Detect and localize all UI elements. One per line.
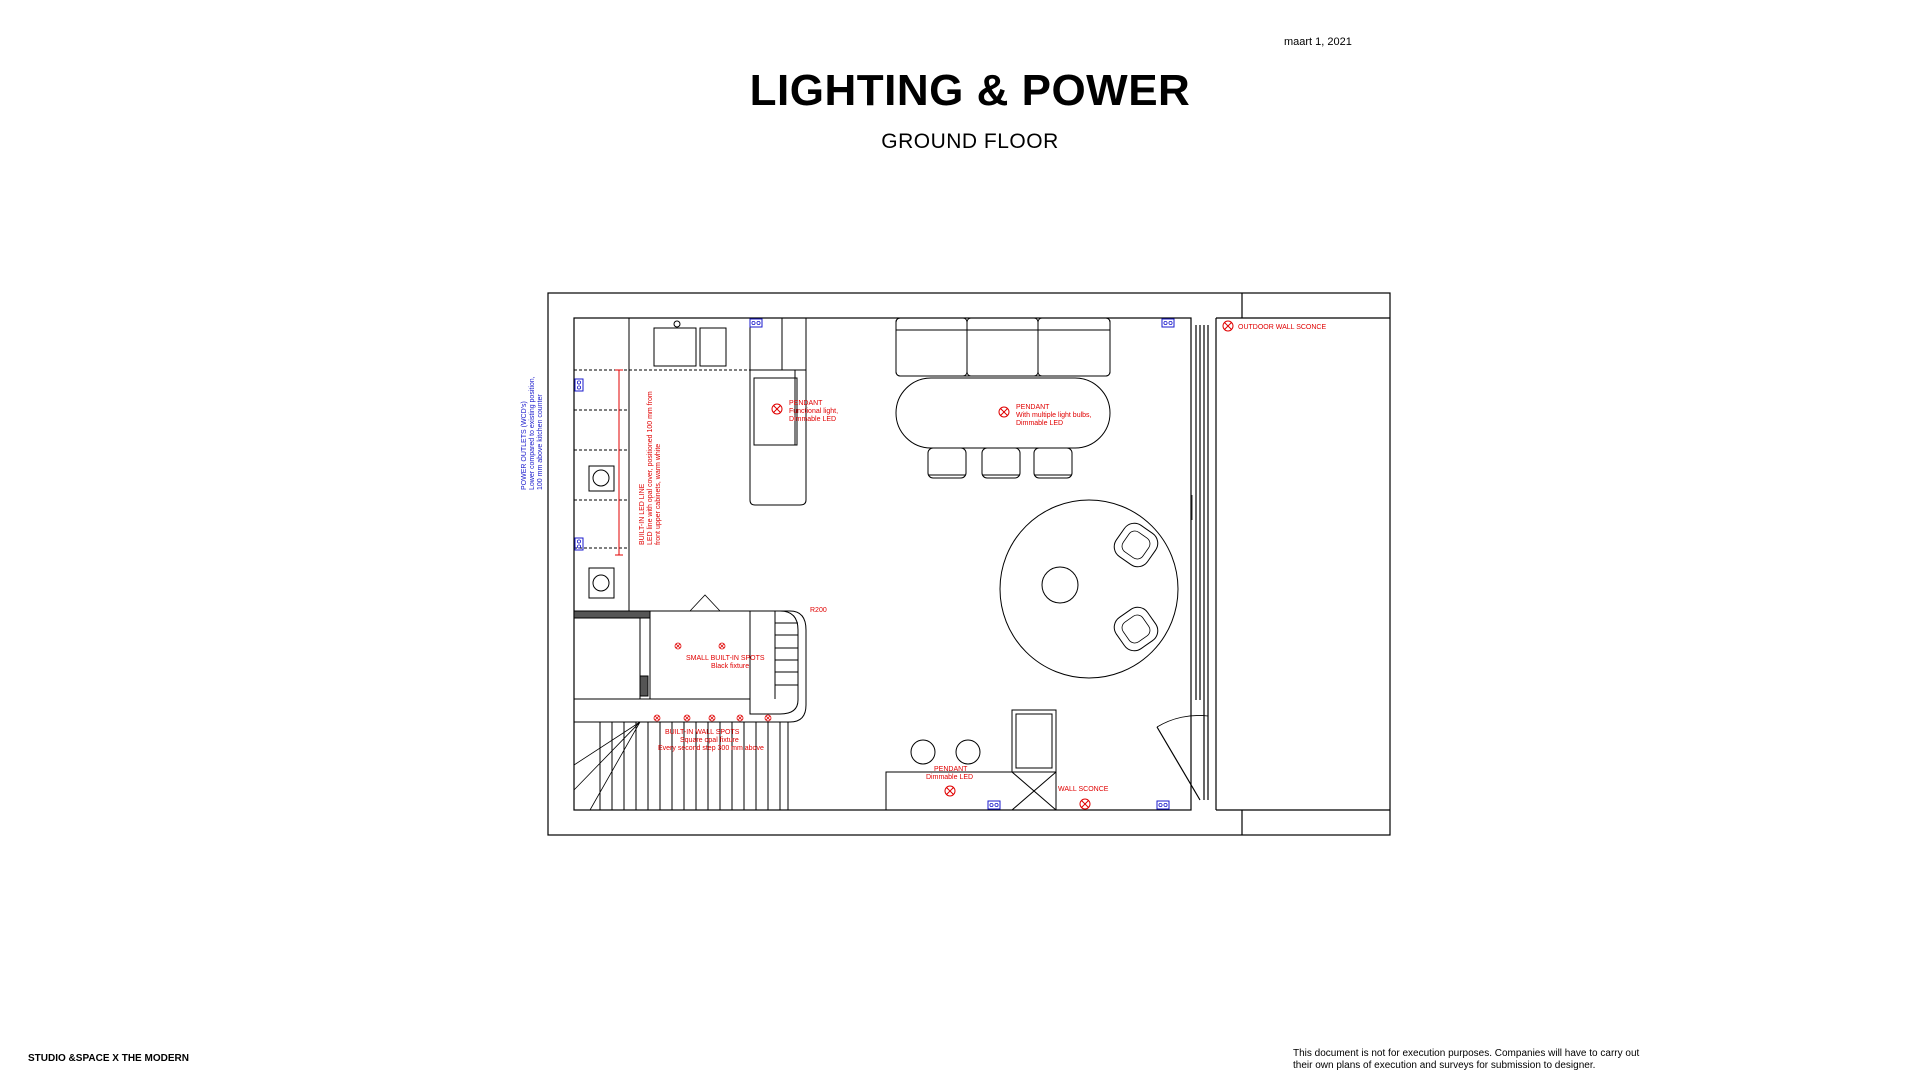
label-pendant-kitchen-3: Dimmable LED — [789, 416, 836, 423]
disclaimer-line-2: their own plans of execution and surveys… — [1293, 1060, 1596, 1071]
label-wall-spots-1: BUILT-IN WALL SPOTS — [665, 729, 740, 736]
power-outlet-icon — [1156, 800, 1170, 810]
label-pendant-table-2: With multiple light bulbs, — [1016, 412, 1092, 419]
label-led-line-3: front upper cabinets, warm white — [655, 444, 662, 545]
disclaimer: This document is not for execution purpo… — [1293, 1048, 1713, 1072]
studio-name: STUDIO &SPACE X THE MODERN — [28, 1053, 189, 1064]
page-title: LIGHTING & POWER — [749, 66, 1191, 115]
power-outlet-icon — [574, 378, 584, 392]
label-pendant-bottom-2: Dimmable LED — [926, 774, 973, 781]
label-led-line-2: LED line with opal cover, positioned 100… — [647, 391, 654, 545]
label-outdoor-wall-sconce: OUTDOOR WALL SCONCE — [1238, 324, 1326, 331]
label-led-line-1: BUILT-IN LED LINE — [639, 483, 646, 545]
light-fixture-icon — [718, 642, 726, 650]
light-fixture-icon — [771, 403, 783, 415]
label-small-spots-2: Black fixture — [711, 663, 749, 670]
label-pendant-table-3: Dimmable LED — [1016, 420, 1063, 427]
label-pendant-kitchen-1: PENDANT — [789, 400, 823, 407]
label-pendant-kitchen-2: Functional light, — [789, 408, 838, 415]
light-fixture-icon — [736, 714, 744, 722]
label-power-outlets-3: 100 mm above kitchen counter — [537, 394, 544, 490]
power-outlet-icon — [1161, 318, 1175, 328]
label-power-outlets-2: Lower compared to existing position, — [529, 376, 536, 490]
label-wall-sconce: WALL SCONCE — [1058, 786, 1109, 793]
label-r200: R200 — [810, 607, 827, 614]
label-power-outlets-1: POWER OUTLETS (WCD's) — [521, 401, 528, 490]
power-outlet-icon — [749, 318, 763, 328]
label-wall-spots-3: Every second step 300 mm above — [658, 745, 764, 752]
disclaimer-line-1: This document is not for execution purpo… — [1293, 1048, 1640, 1059]
light-fixture-icon — [674, 642, 682, 650]
power-outlet-icon — [987, 800, 1001, 810]
document-date: maart 1, 2021 — [1284, 36, 1352, 48]
light-fixture-icon — [998, 406, 1010, 418]
light-fixture-icon — [708, 714, 716, 722]
label-pendant-table-1: PENDANT — [1016, 404, 1050, 411]
light-fixture-icon — [683, 714, 691, 722]
light-fixture-icon — [1079, 798, 1091, 810]
label-wall-spots-2: Square opal fixture — [680, 737, 739, 744]
light-fixture-icon — [653, 714, 661, 722]
page-subtitle: GROUND FLOOR — [881, 130, 1059, 153]
light-fixture-icon — [1222, 320, 1234, 332]
label-pendant-bottom-1: PENDANT — [934, 766, 968, 773]
light-fixture-icon — [764, 714, 772, 722]
label-small-spots-1: SMALL BUILT-IN SPOTS — [686, 655, 765, 662]
light-fixture-icon — [944, 785, 956, 797]
